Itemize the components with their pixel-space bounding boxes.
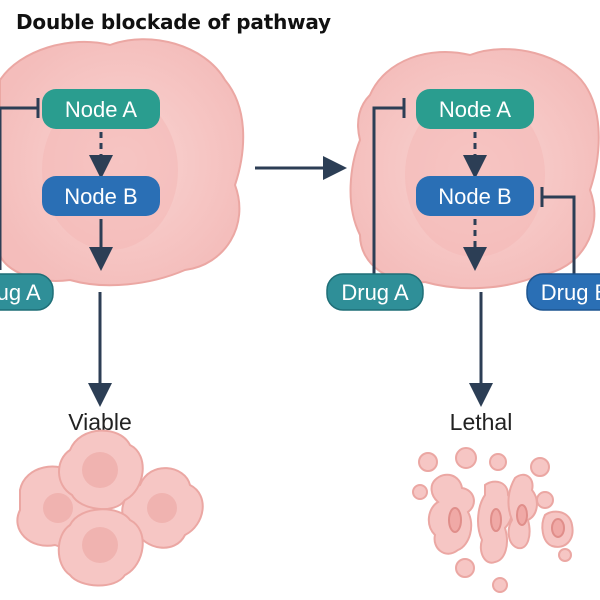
right-node-a-label: Node A — [439, 97, 511, 122]
right-drug-b-label: Drug B — [541, 280, 600, 305]
right-outcome-label: Lethal — [450, 409, 513, 435]
right-panel: Node A Node B Drug A Drug B Lethal — [326, 48, 600, 593]
left-drug-a — [0, 273, 54, 311]
left-drug-a-label: Drug A — [0, 280, 41, 305]
left-node-a — [42, 89, 160, 129]
left-panel: Node A Node B Drug A Viable — [0, 38, 245, 587]
right-node-b-label: Node B — [438, 184, 511, 209]
lethal-cell-fragments — [412, 447, 574, 593]
right-drug-a — [326, 273, 424, 311]
left-node-b — [42, 176, 160, 216]
figure-title: Double blockade of pathway — [16, 10, 331, 34]
left-inhibit-line — [0, 106, 38, 270]
right-drug-b — [526, 273, 600, 311]
right-inhibit-line-b — [542, 195, 576, 275]
right-node-a — [416, 89, 534, 129]
viable-cell-cluster — [16, 429, 204, 587]
left-node-b-label: Node B — [64, 184, 137, 209]
right-inhibit-line-a — [372, 106, 404, 275]
left-node-a-label: Node A — [65, 97, 137, 122]
right-drug-a-label: Drug A — [341, 280, 409, 305]
right-node-b — [416, 176, 534, 216]
